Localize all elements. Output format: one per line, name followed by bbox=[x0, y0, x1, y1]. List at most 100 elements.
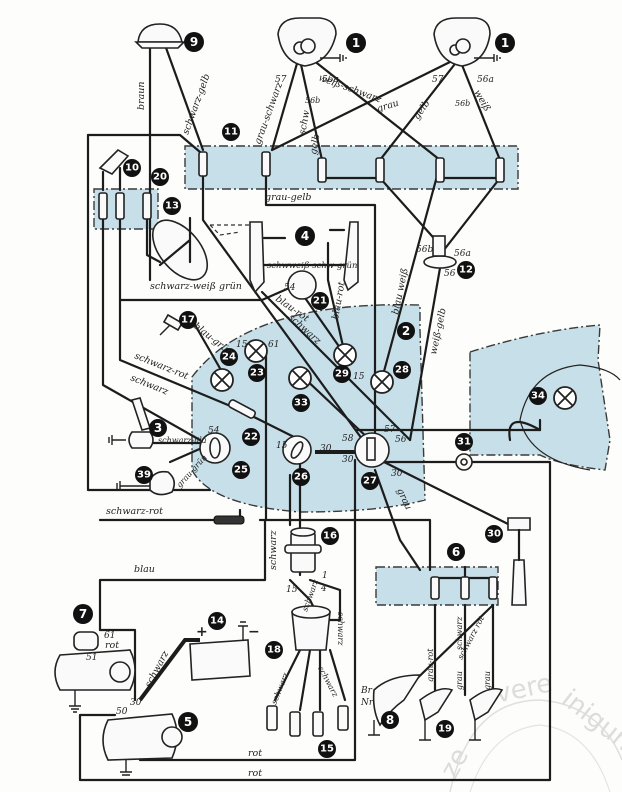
starter-5 bbox=[102, 713, 183, 776]
terminal-label: 17 bbox=[181, 315, 195, 326]
brake-light-switch-39 bbox=[116, 470, 176, 496]
terminal-label: − bbox=[248, 624, 260, 640]
terminal-label: 18 bbox=[267, 645, 281, 656]
badge-34: 34 bbox=[529, 387, 547, 405]
wire-label-schwarz-battery: schwarz bbox=[143, 648, 172, 689]
wire-label-schwarz-coil: schwarz bbox=[268, 529, 279, 570]
lamp-34 bbox=[553, 386, 577, 410]
distributor-18 bbox=[291, 605, 331, 651]
wire-label-schwarz-rot-bottom: schwarz-rot bbox=[106, 506, 163, 517]
terminal-label: 8 bbox=[386, 713, 394, 727]
badge-8: 8 bbox=[381, 711, 399, 729]
badge-33: 33 bbox=[292, 394, 310, 412]
wire-label-grau-19b: grau bbox=[483, 671, 492, 690]
terminal-label: 4 bbox=[320, 584, 327, 594]
wire-label-schwarz-lila: schwarz-lila bbox=[158, 436, 207, 445]
terminal-label: 56 bbox=[395, 435, 407, 445]
terminal-label: 54 bbox=[208, 426, 220, 436]
watermark-text-a: ze bbox=[435, 743, 475, 783]
badge-12: 12 bbox=[457, 261, 475, 279]
badge-28: 28 bbox=[393, 361, 411, 379]
wire-label-grau-schwarz: grau-schwarz bbox=[252, 80, 285, 146]
terminal-label: 57 bbox=[384, 425, 396, 435]
wire-label-schwweiss-schwgruen: schwweiß schw-grün bbox=[267, 261, 357, 271]
warning-lamps bbox=[210, 339, 621, 471]
terminal-label: Br bbox=[360, 686, 373, 696]
wire-label-blau: blau bbox=[134, 564, 155, 575]
license-light-30 bbox=[507, 517, 531, 606]
terminal-label: 30 bbox=[487, 529, 501, 540]
watermark-text-c: inigung bbox=[556, 684, 622, 767]
terminal-label: 27 bbox=[363, 476, 377, 487]
terminal-label: 10 bbox=[125, 163, 139, 174]
ignition-switch-27 bbox=[354, 432, 390, 468]
terminal-label: 57 bbox=[432, 75, 444, 85]
terminal-label: 56a bbox=[454, 249, 471, 259]
terminal-label: 33 bbox=[294, 398, 308, 409]
headlight-right-1 bbox=[433, 17, 501, 67]
terminal-label: 20 bbox=[153, 172, 167, 183]
terminal-label: 56b bbox=[455, 99, 470, 108]
badge-11: 11 bbox=[222, 123, 240, 141]
badge-27: 27 bbox=[361, 472, 379, 490]
generator-7 bbox=[54, 631, 136, 713]
badge-31: 31 bbox=[455, 433, 473, 451]
wire-label-grau-19a: grau bbox=[455, 671, 464, 690]
wire-label-schwarz-left: schwarz bbox=[129, 373, 171, 398]
dimmer-switch-12 bbox=[423, 235, 457, 269]
oil-pressure-switch-17 bbox=[159, 313, 184, 336]
badge-13: 13 bbox=[163, 197, 181, 215]
dome-light-9 bbox=[134, 23, 186, 49]
badge-26: 26 bbox=[292, 468, 310, 486]
horn-3 bbox=[108, 397, 154, 449]
terminal-label: 15 bbox=[353, 372, 365, 382]
terminal-label: 5 bbox=[184, 715, 192, 729]
terminal-label: 34 bbox=[531, 391, 545, 402]
badge-1: 1 bbox=[346, 33, 366, 53]
terminal-label: 30 bbox=[342, 455, 354, 465]
terminal-label: 57 bbox=[275, 75, 287, 85]
inline-fuse bbox=[213, 515, 245, 525]
terminal-label: 56 bbox=[444, 269, 456, 279]
badge-20: 20 bbox=[151, 168, 169, 186]
terminal-label: 7 bbox=[79, 607, 87, 621]
wire-label-schwarz-6: schwarz bbox=[455, 616, 464, 650]
wire-label-grau-gelb: grau-gelb bbox=[265, 192, 311, 203]
battery-14 bbox=[189, 621, 251, 681]
terminal-label: Nr bbox=[360, 698, 374, 708]
terminal-label: 16 bbox=[323, 531, 337, 542]
switch-26 bbox=[282, 435, 312, 465]
terminal-label: 26 bbox=[294, 472, 308, 483]
terminal-label: 30 bbox=[130, 698, 142, 708]
badge-30: 30 bbox=[485, 525, 503, 543]
terminal-label: 11 bbox=[224, 127, 238, 138]
wire-label-blau-gruen: blau-grün bbox=[191, 321, 235, 359]
badge-1-right: 1 bbox=[495, 33, 515, 53]
terminal-label: 30 bbox=[391, 469, 403, 479]
badge-10: 10 bbox=[123, 159, 141, 177]
badges: 1 1 2 3 4 5 6 7 8 9 10 11 12 13 14 15 16… bbox=[73, 32, 547, 758]
badge-5: 5 bbox=[178, 712, 198, 732]
terminal-label: 51 bbox=[86, 653, 97, 663]
wire-label-grau-rot: grau-rot bbox=[426, 648, 435, 682]
wire-label-schwarz-weiss-gruen: schwarz-weiß grün bbox=[150, 281, 242, 292]
wire-label-rot-2: rot bbox=[248, 768, 262, 779]
headlight-left-1 bbox=[277, 17, 347, 67]
fuse-box-20 bbox=[98, 192, 152, 220]
terminal-label: 19 bbox=[438, 724, 452, 735]
terminal-label: 1 bbox=[322, 571, 328, 581]
terminal-label: 1 bbox=[352, 36, 360, 50]
lamp-33 bbox=[288, 366, 312, 390]
ignition-coil-16 bbox=[284, 527, 322, 573]
zone-fuse-box-11 bbox=[184, 145, 519, 190]
badge-25: 25 bbox=[232, 461, 250, 479]
terminal-label: 56b bbox=[416, 245, 433, 255]
terminal-label: 61 bbox=[268, 340, 279, 350]
terminal-label: 3 bbox=[154, 421, 162, 435]
wire-label-weiss: weiß bbox=[471, 88, 492, 114]
switch-25 bbox=[199, 432, 231, 464]
horn-button-31 bbox=[455, 453, 473, 471]
wire-label-schw: schw bbox=[297, 110, 312, 136]
terminal-label: 56b bbox=[305, 96, 320, 105]
